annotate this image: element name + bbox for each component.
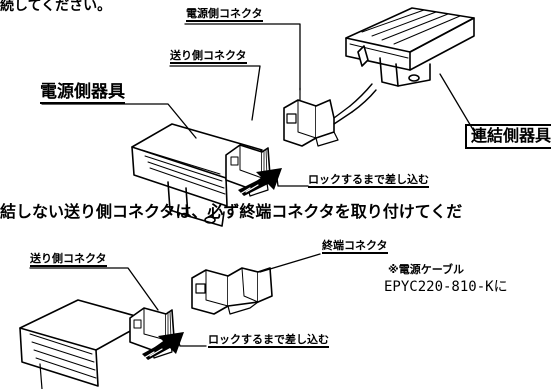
label-push-until-lock-upper: ロックするまで差し込む: [308, 173, 429, 188]
send-side-connector-illustration: [225, 144, 271, 197]
cable-line: [351, 89, 377, 113]
label-send-side-connector-lower: 送り側コネクタ: [30, 252, 107, 267]
label-linked-side-fixture: 連結側器具: [465, 124, 551, 149]
leader-lines-upper: [41, 23, 479, 187]
note-line: 結しない送り側コネクタは、必ず終端コネクタを取り付けてくだ: [0, 202, 463, 221]
leader-lines-lower: [29, 253, 321, 347]
lower-fixture-illustration: [19, 299, 151, 389]
push-arrow-upper: [238, 168, 282, 196]
label-power-cable: ※電源ケーブル: [388, 263, 465, 276]
linked-side-fixture-illustration: [345, 7, 475, 87]
power-side-fixture-illustration: [131, 123, 263, 227]
label-power-side-connector: 電源側コネクタ: [186, 7, 263, 22]
label-send-side-connector: 送り側コネクタ: [170, 49, 247, 64]
top-line-fragment: 続してください。: [0, 0, 112, 14]
label-cable-model: EPYC220-810-Kに: [384, 279, 508, 295]
power-side-connector-illustration: [283, 87, 353, 147]
label-push-until-lock-lower: ロックするまで差し込む: [208, 333, 329, 348]
label-power-side-fixture: 電源側器具: [40, 82, 125, 104]
label-end-connector: 終端コネクタ: [322, 239, 388, 254]
cable-line: [349, 83, 373, 107]
end-connector-illustration: [191, 267, 273, 315]
push-arrow-lower: [142, 332, 184, 360]
